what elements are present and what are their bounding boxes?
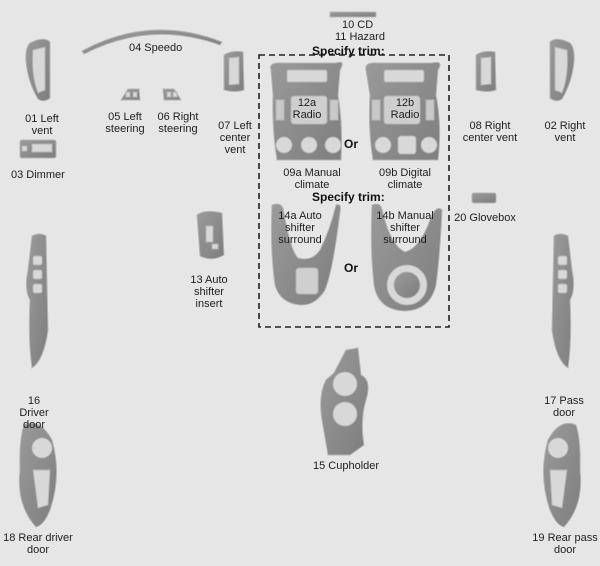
label-auto-shifter-surround: 14a Auto shifter surround [278,210,322,246]
label-cd: 10 CD [342,19,374,31]
label-digital-climate: 09b Digital climate [379,167,431,191]
glovebox-shape [471,192,497,204]
label-right-vent: 02 Right vent [544,120,586,144]
right-vent-shape [549,38,575,102]
dimmer-shape [19,139,57,159]
or-separator-top: Or [344,137,359,151]
label-pass-door: 17 Pass door [544,395,584,419]
label-left-vent: 01 Left vent [25,113,59,137]
label-left-steering: 05 Left steering [105,111,145,135]
trim-heading-top: Specify trim: [312,44,385,58]
label-left-center-vent: 07 Left center vent [218,120,252,156]
manual-shifter-surround-shape [370,203,443,312]
rear-driver-door-shape [18,422,58,528]
rear-pass-door-shape [542,422,582,528]
speedo-shape [81,29,223,55]
radio-climate-panel-b [365,61,441,161]
label-rear-driver-door: 18 Rear driver door [3,532,73,556]
cd-shape [329,11,377,18]
or-separator-bottom: Or [344,261,359,275]
auto-shifter-surround-shape [270,203,341,306]
label-hazard: 11 Hazard [335,31,385,43]
label-radio-b: 12b Radio [390,97,420,121]
label-dimmer: 03 Dimmer [11,169,65,181]
cupholder-shape [320,347,369,456]
label-right-center-vent: 08 Right center vent [462,120,518,144]
label-rear-pass-door: 19 Rear pass door [532,532,598,556]
left-steering-shape [120,88,141,101]
label-manual-shifter-surround: 14b Manual shifter surround [376,210,434,246]
pass-door-shape [551,233,575,369]
right-center-vent-shape [475,50,497,92]
driver-door-shape [25,233,49,369]
right-steering-shape [162,88,182,101]
left-center-vent-shape [223,50,245,92]
auto-shifter-insert-shape [196,210,225,260]
label-cupholder: 15 Cupholder [313,460,380,472]
label-right-steering: 06 Right steering [157,111,199,135]
label-driver-door: 16 Driver door [19,395,49,431]
label-manual-climate: 09a Manual climate [283,167,341,191]
label-speedo: 04 Speedo [129,42,183,54]
label-glovebox: 20 Glovebox [454,212,516,224]
label-radio-a: 12a Radio [292,97,322,121]
label-auto-shifter-insert: 13 Auto shifter insert [190,274,228,310]
radio-climate-panel-a [270,61,343,161]
left-vent-shape [25,38,51,102]
trim-heading-bottom: Specify trim: [312,190,385,204]
trim-selection-box [258,54,450,328]
